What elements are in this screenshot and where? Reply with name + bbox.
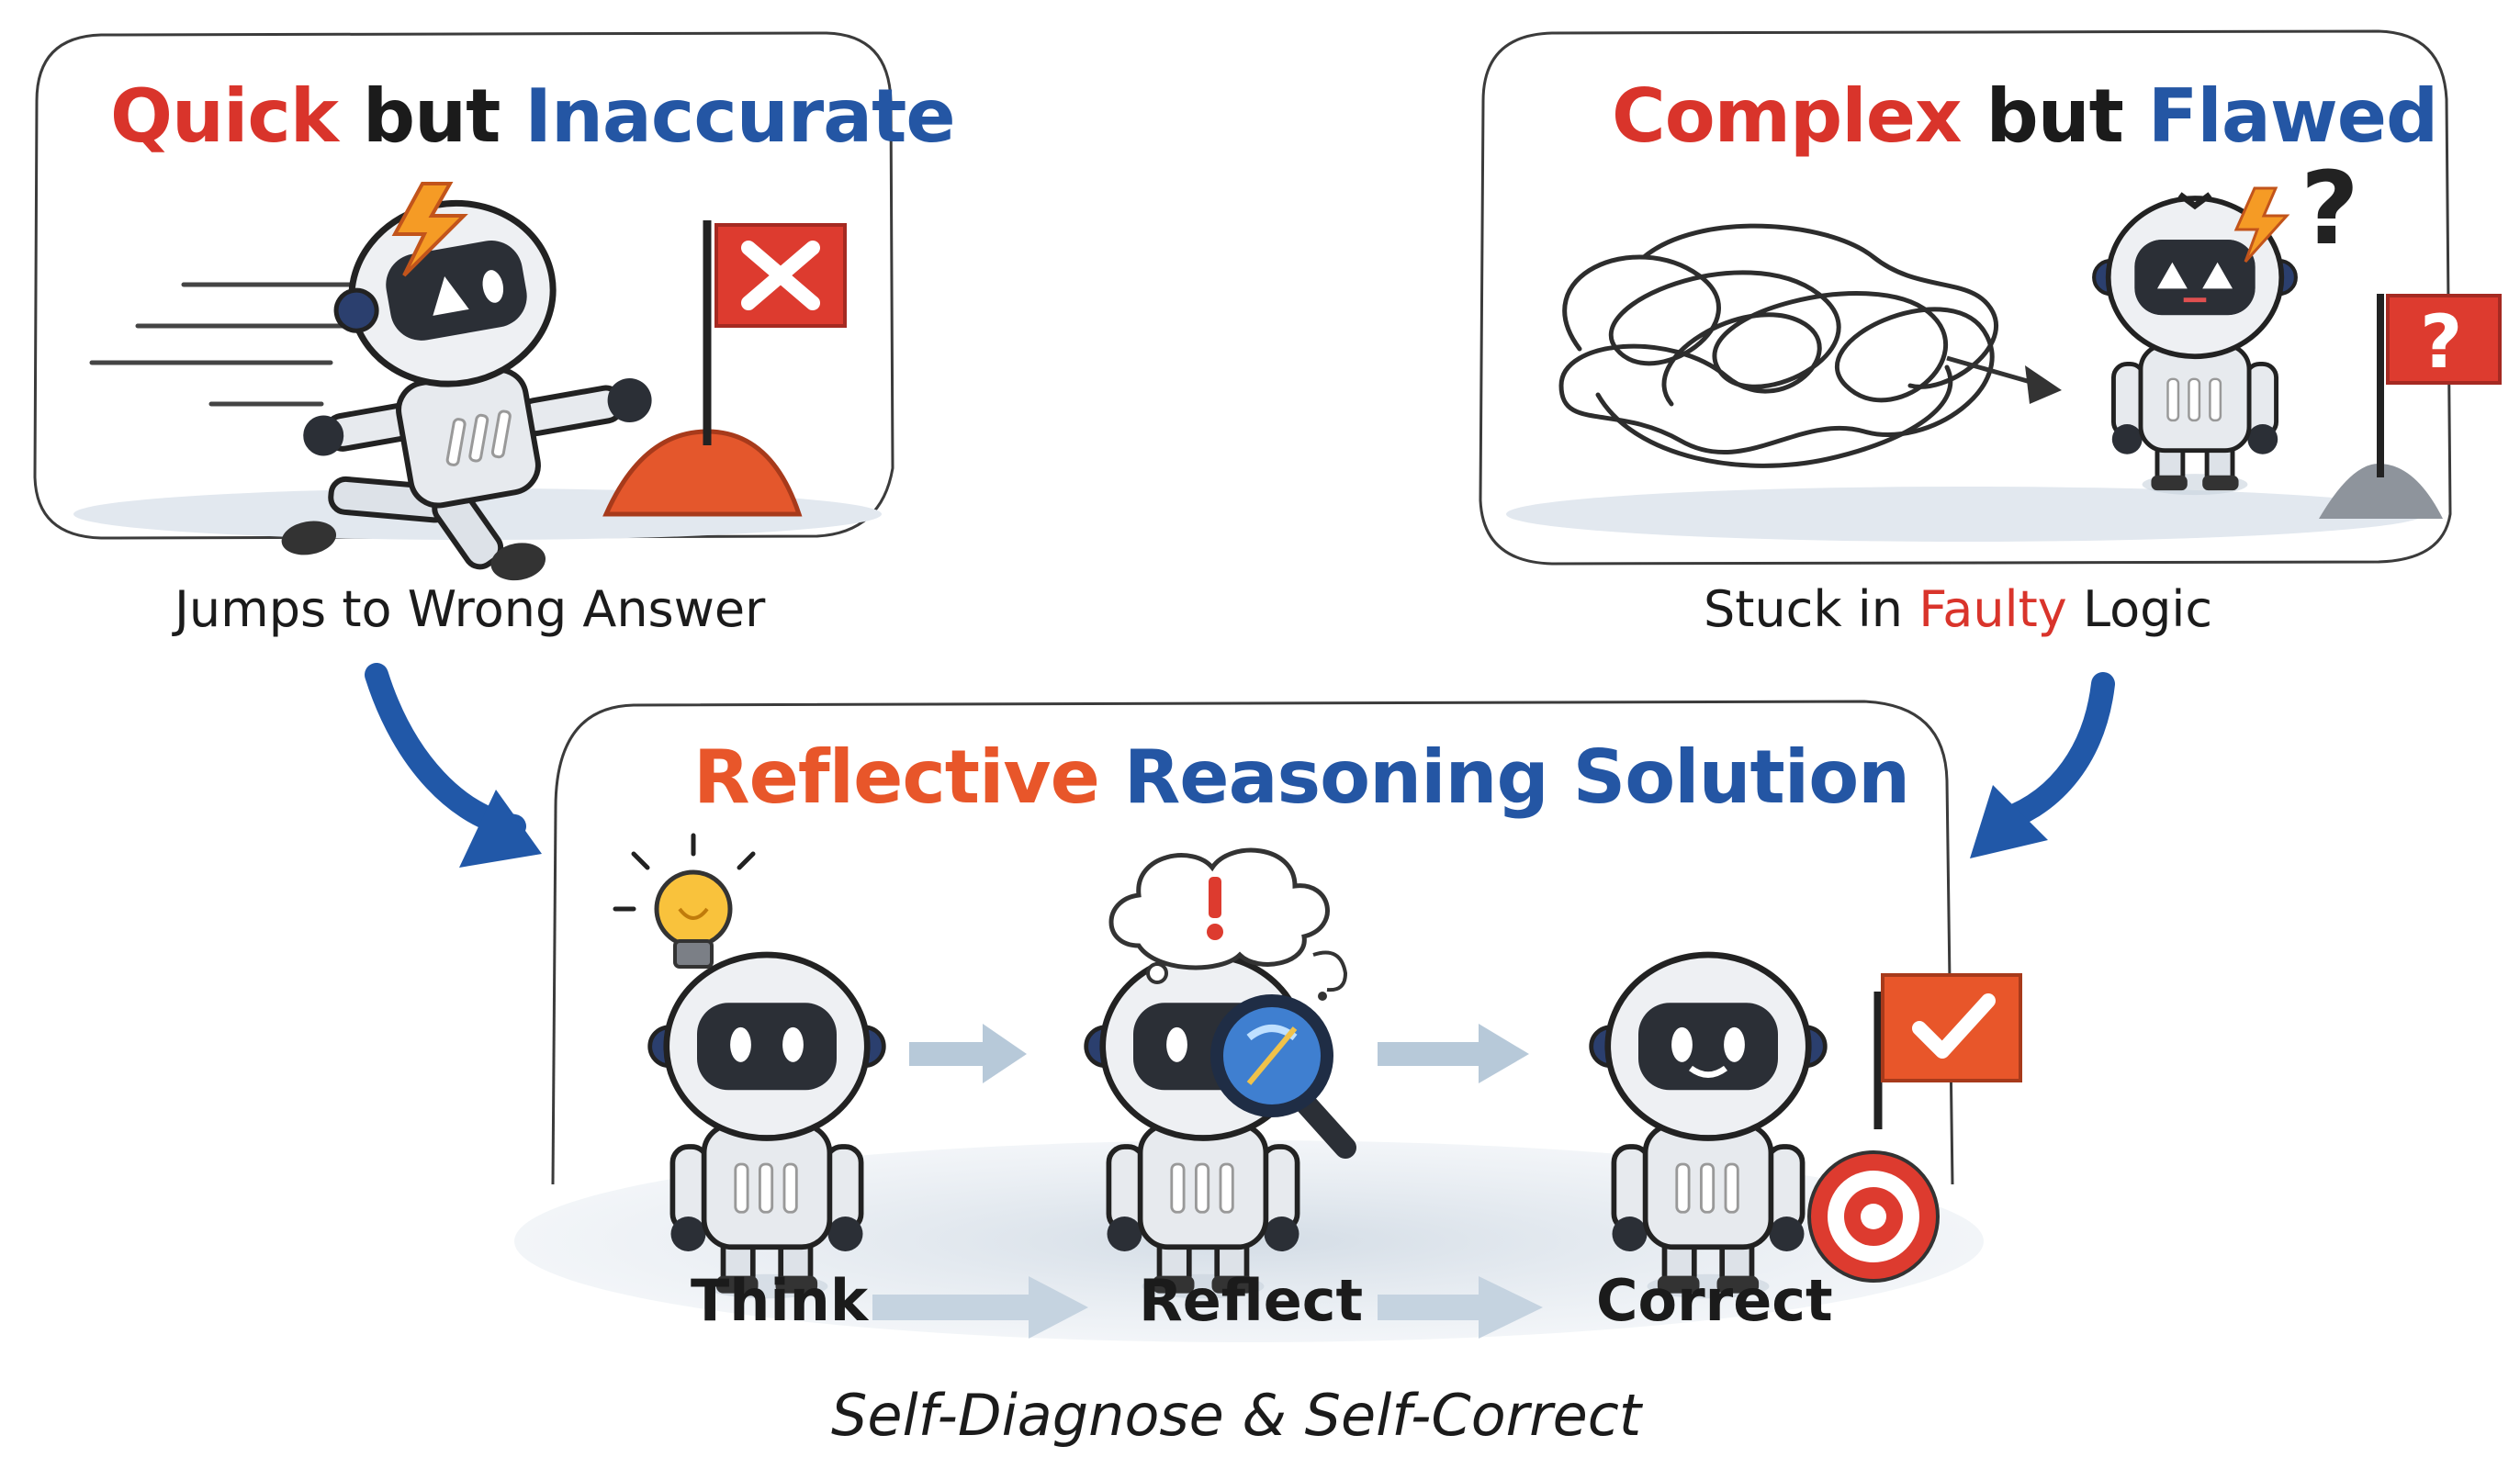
- step-arrows-upper: [909, 1024, 1529, 1083]
- title-word-but-2: but: [1986, 73, 2123, 159]
- scribble-arrow: [1946, 355, 2062, 404]
- arrow-left-to-solution: [365, 663, 542, 868]
- title-word-quick: Quick: [110, 73, 339, 159]
- title-words-reasoning-solution: Reasoning Solution: [1123, 734, 1910, 820]
- solution-footer: Self-Diagnose & Self-Correct: [831, 1382, 1642, 1449]
- caption-faulty: Faulty: [1918, 580, 2067, 638]
- check-flag: [1873, 973, 2022, 1129]
- confused-robot: [2094, 192, 2296, 495]
- think-robot: [650, 955, 884, 1298]
- title-word-but: but: [362, 73, 501, 159]
- panel-solution-title: Reflective Reasoning Solution: [693, 734, 1910, 820]
- svg-text:?: ?: [2420, 299, 2462, 385]
- tangled-scribble: [1558, 223, 1998, 468]
- question-mark-icon: ?: [2233, 150, 2359, 267]
- title-word-reflective: Reflective: [693, 734, 1100, 820]
- caption-logic: Logic: [2082, 580, 2213, 638]
- step-label-correct: Correct: [1596, 1267, 1833, 1334]
- panel-quick-caption: Jumps to Wrong Answer: [174, 580, 766, 638]
- target-icon: [1807, 1150, 1940, 1283]
- wrong-flag: [602, 220, 847, 517]
- correct-robot: [1592, 955, 1826, 1298]
- question-flag: ?: [2319, 294, 2502, 519]
- step-label-reflect: Reflect: [1139, 1267, 1364, 1334]
- title-word-inaccurate: Inaccurate: [524, 73, 955, 159]
- svg-text:?: ?: [2301, 150, 2359, 267]
- speed-lines: [89, 282, 361, 407]
- running-robot: [281, 199, 652, 581]
- step-label-think: Think: [691, 1267, 869, 1334]
- title-word-complex: Complex: [1612, 73, 1963, 159]
- panel-quick-title: Quick but Inaccurate: [110, 73, 956, 159]
- lightbulb-icon: [613, 833, 756, 969]
- thought-bubble-icon: [1108, 847, 1348, 1001]
- panel-complex-caption: Stuck in Faulty Logic: [1704, 580, 2212, 638]
- arrow-right-to-solution: [1970, 672, 2115, 858]
- magnifier-icon: [1210, 994, 1356, 1159]
- panel-complex-title: Complex but Flawed: [1612, 73, 2438, 159]
- caption-stuck-in: Stuck in: [1704, 580, 1904, 638]
- lightning-icon: [391, 182, 468, 277]
- title-word-flawed: Flawed: [2147, 73, 2438, 159]
- step-arrows-lower: [872, 1276, 1543, 1339]
